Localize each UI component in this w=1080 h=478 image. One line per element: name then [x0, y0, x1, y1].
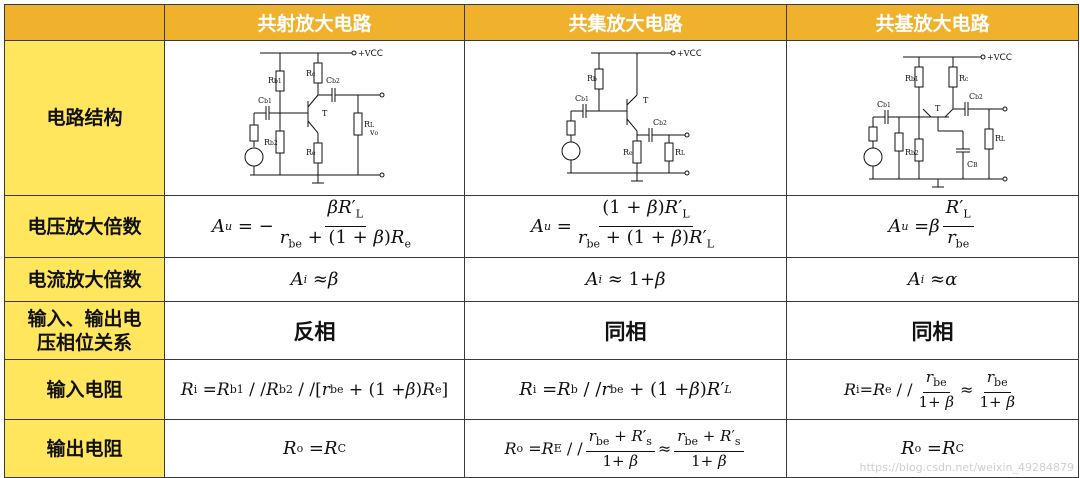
svg-text:+VCC: +VCC: [358, 49, 383, 59]
header-row: 共射放大电路 共集放大电路 共基放大电路: [4, 4, 1079, 41]
svg-text:RL: RL: [675, 148, 685, 157]
svg-text:+VCC: +VCC: [987, 53, 1012, 63]
svg-text:Rc: Rc: [306, 69, 316, 78]
label-phase: 输入、输出电 压相位关系: [4, 301, 165, 360]
label-input-resistance: 输入电阻: [4, 359, 165, 420]
svg-text:RL: RL: [995, 134, 1005, 143]
svg-text:Re: Re: [623, 148, 633, 157]
label-phase-line1: 输入、输出电: [27, 307, 142, 330]
svg-text:T: T: [643, 96, 649, 105]
svg-text:Cb1: Cb1: [258, 96, 272, 105]
svg-text:Rb: Rb: [587, 74, 597, 83]
watermark: https://blog.csdn.net/weixin_49284879: [859, 461, 1074, 474]
comparison-table: 共射放大电路 共集放大电路 共基放大电路 电路结构: [4, 4, 1079, 478]
svg-text:Cb1: Cb1: [877, 100, 891, 109]
phase-ce: 反相: [164, 301, 465, 360]
phase-cb: 同相: [786, 301, 1079, 360]
svg-text:Cb2: Cb2: [969, 92, 983, 101]
svg-text:CB: CB: [967, 160, 978, 169]
svg-text:Re: Re: [306, 148, 316, 157]
label-phase-line2: 压相位关系: [36, 331, 132, 354]
row-phase: 输入、输出电 压相位关系 反相 同相 同相: [4, 301, 1079, 360]
svg-text:Cb2: Cb2: [653, 118, 667, 127]
svg-text:vo: vo: [369, 128, 379, 137]
svg-text:Rb1: Rb1: [268, 76, 282, 85]
label-structure: 电路结构: [4, 40, 165, 196]
header-common-base: 共基放大电路: [786, 4, 1079, 41]
circuit-cc-cell: +VCC Rb Cb1 T Cb2 Re RL: [464, 40, 787, 196]
label-voltage-gain: 电压放大倍数: [4, 195, 165, 258]
svg-text:Rb2: Rb2: [264, 138, 278, 147]
circuit-cb-diagram: +VCC Rb1 Rc Cb1 T Cb2 Rb2 CB RL: [863, 53, 1012, 188]
circuit-ce-cell: +VCC Rb1 Rc Cb2 Cb1 T Rb2 Re RL vo: [164, 40, 465, 196]
label-current-gain: 电流放大倍数: [4, 257, 165, 302]
svg-text:Rb1: Rb1: [905, 74, 919, 83]
label-output-resistance: 输出电阻: [4, 419, 165, 478]
circuit-cb-cell: +VCC Rb1 Rc Cb1 T Cb2 Rb2 CB RL: [786, 40, 1079, 196]
header-corner: [4, 4, 165, 41]
svg-text:RL: RL: [364, 120, 374, 129]
svg-text:+VCC: +VCC: [677, 49, 701, 59]
circuit-ce-diagram: +VCC Rb1 Rc Cb2 Cb1 T Rb2 Re RL vo: [244, 49, 384, 184]
header-common-collector: 共集放大电路: [464, 4, 787, 41]
svg-text:Cb1: Cb1: [575, 94, 589, 103]
header-common-emitter: 共射放大电路: [164, 4, 465, 41]
phase-cc: 同相: [464, 301, 787, 360]
svg-text:T: T: [935, 104, 941, 113]
svg-text:Rc: Rc: [959, 74, 969, 83]
row-structure: 电路结构: [4, 40, 1079, 196]
svg-text:Cb2: Cb2: [326, 76, 340, 85]
svg-text:Rb2: Rb2: [905, 148, 919, 157]
svg-text:T: T: [322, 109, 328, 118]
circuit-cc-diagram: +VCC Rb Cb1 T Cb2 Re RL: [561, 49, 702, 182]
